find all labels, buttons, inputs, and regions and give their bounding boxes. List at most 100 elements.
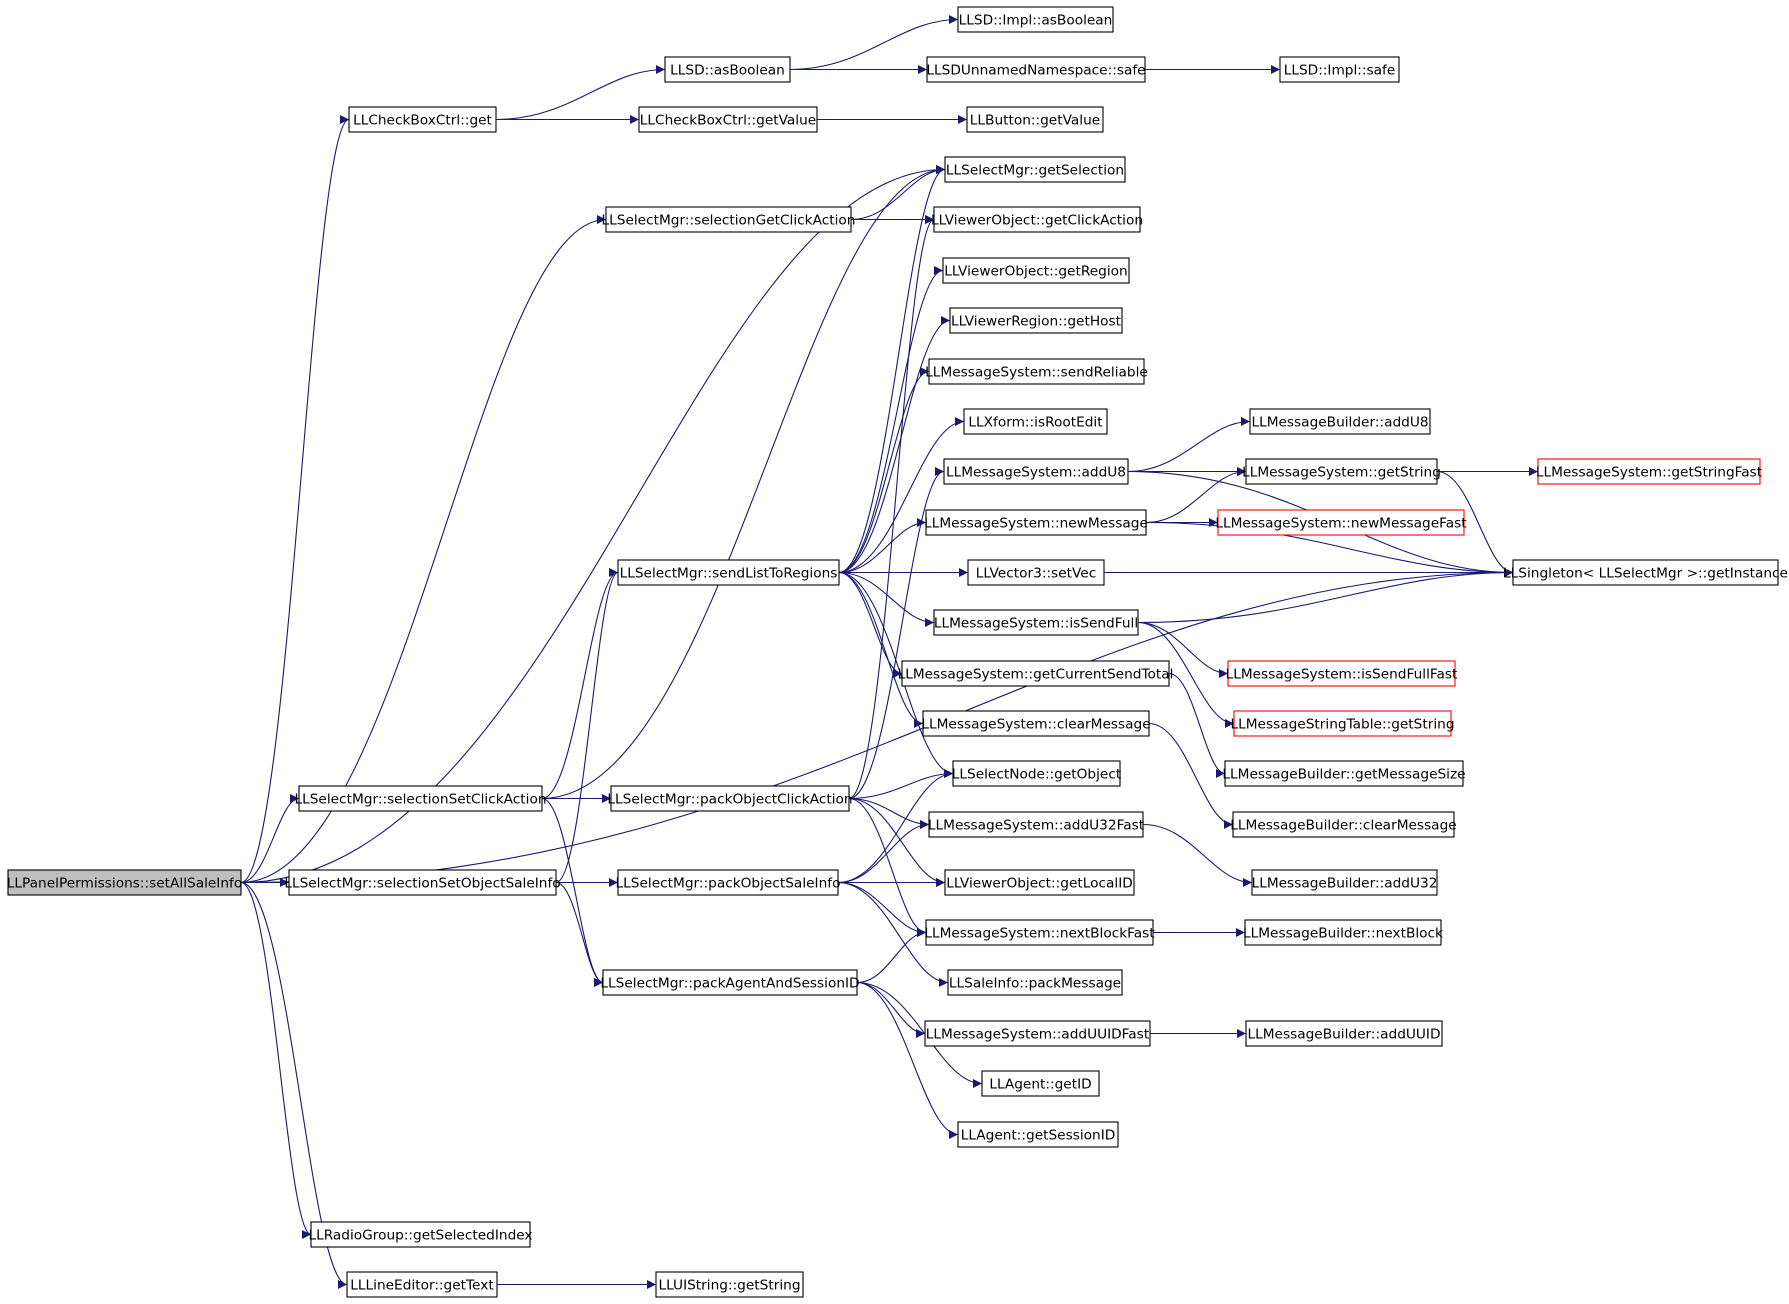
- node-label: LLRadioGroup::getSelectedIndex: [308, 1228, 532, 1244]
- edge-packclick-to-vogetclick: [848, 215, 935, 800]
- node-box: [924, 1020, 1151, 1047]
- node-mbgetsize[interactable]: LLMessageBuilder::getMessageSize: [1222, 760, 1466, 787]
- node-selsetsale[interactable]: LLSelectMgr::selectionSetObjectSaleInfo: [284, 869, 561, 896]
- node-adduuidfast[interactable]: LLMessageSystem::addUUIDFast: [924, 1020, 1151, 1047]
- node-box: [1227, 660, 1456, 687]
- node-packagent[interactable]: LLSelectMgr::packAgentAndSessionID: [600, 969, 860, 996]
- node-box: [1245, 1020, 1443, 1047]
- node-mbnextblock[interactable]: LLMessageBuilder::nextBlock: [1243, 919, 1443, 946]
- node-box: [346, 1271, 498, 1298]
- node-sendlist[interactable]: LLSelectMgr::sendListToRegions: [617, 559, 840, 586]
- edge-cbget-to-lsdasb: [495, 65, 666, 121]
- node-issendfull[interactable]: LLMessageSystem::isSendFull: [933, 609, 1139, 636]
- node-selnode[interactable]: LLSelectNode::getObject: [952, 760, 1122, 787]
- node-btngetval[interactable]: LLButton::getValue: [966, 106, 1104, 133]
- node-getcursend[interactable]: LLMessageSystem::getCurrentSendTotal: [898, 660, 1174, 687]
- node-nextblock[interactable]: LLMessageSystem::nextBlockFast: [924, 919, 1155, 946]
- node-issendfullfast[interactable]: LLMessageSystem::isSendFullFast: [1226, 660, 1458, 687]
- node-box: [957, 6, 1114, 33]
- node-addu32fast[interactable]: LLMessageSystem::addU32Fast: [928, 811, 1145, 838]
- node-box: [617, 869, 839, 896]
- node-label: LLPanelPermissions::setAllSaleInfo: [7, 876, 242, 892]
- node-uistr[interactable]: LLUIString::getString: [655, 1271, 804, 1298]
- node-cbgetval[interactable]: LLCheckBoxCtrl::getValue: [638, 106, 818, 133]
- edge-getcursend-to-mbgetsize: [1168, 672, 1226, 778]
- node-vogetclick[interactable]: LLViewerObject::getClickAction: [931, 206, 1143, 233]
- node-label: LLSDUnnamedNamespace::safe: [926, 63, 1145, 79]
- edge-newmsg-to-singleton: [1145, 521, 1514, 577]
- edge-root-to-selsetclick: [240, 794, 300, 884]
- node-label: LLSelectMgr::selectionSetObjectSaleInfo: [284, 876, 560, 892]
- node-box: [925, 919, 1154, 946]
- node-strtable[interactable]: LLMessageStringTable::getString: [1230, 710, 1455, 737]
- edge-sendlist-to-selnode: [838, 571, 954, 778]
- node-lsdasb[interactable]: LLSD::asBoolean: [664, 56, 791, 83]
- edge-packagent-to-agentid: [856, 981, 983, 1088]
- node-label: LLLineEditor::getText: [350, 1278, 494, 1294]
- node-box: [933, 206, 1141, 233]
- node-salepack[interactable]: LLSaleInfo::packMessage: [947, 969, 1123, 996]
- node-label: LLSelectMgr::packAgentAndSessionID: [600, 976, 859, 992]
- node-newmsg[interactable]: LLMessageSystem::newMessage: [924, 509, 1148, 536]
- node-isroot[interactable]: LLXform::isRootEdit: [963, 408, 1108, 435]
- edge-sendlist-to-newmsg: [838, 518, 927, 574]
- node-mbaddu32[interactable]: LLMessageBuilder::addU32: [1251, 869, 1438, 896]
- node-linetext[interactable]: LLLineEditor::getText: [346, 1271, 498, 1298]
- node-label: LLMessageSystem::sendReliable: [925, 365, 1148, 381]
- node-vrgethost[interactable]: LLViewerRegion::getHost: [949, 307, 1123, 334]
- node-packclick[interactable]: LLSelectMgr::packObjectClickAction: [607, 785, 853, 812]
- node-getsel[interactable]: LLSelectMgr::getSelection: [944, 156, 1126, 183]
- node-label: LLVector3::setVec: [976, 566, 1096, 582]
- node-box: [288, 869, 557, 896]
- node-agentid[interactable]: LLAgent::getID: [981, 1070, 1100, 1097]
- node-box: [1249, 408, 1431, 435]
- node-msaddu8[interactable]: LLMessageSystem::addU8: [943, 458, 1129, 485]
- node-msgetstrfast[interactable]: LLMessageSystem::getStringFast: [1536, 458, 1763, 485]
- node-box: [1224, 760, 1464, 787]
- node-sendrel[interactable]: LLMessageSystem::sendReliable: [925, 358, 1148, 385]
- node-implsafe[interactable]: LLSD::Impl::safe: [1279, 56, 1400, 83]
- node-label: LLViewerRegion::getHost: [951, 314, 1122, 330]
- node-label: LLSelectMgr::selectionSetClickAction: [294, 792, 546, 808]
- node-agentsess[interactable]: LLAgent::getSessionID: [957, 1121, 1119, 1148]
- node-box: [967, 559, 1105, 586]
- node-label: LLMessageSystem::addU8: [946, 465, 1126, 481]
- node-mbadduuid[interactable]: LLMessageBuilder::addUUID: [1245, 1020, 1443, 1047]
- edge-selsetsale-to-packagent: [555, 881, 604, 987]
- node-box: [310, 1221, 531, 1248]
- node-root[interactable]: LLPanelPermissions::setAllSaleInfo: [7, 869, 242, 896]
- node-packsale[interactable]: LLSelectMgr::packObjectSaleInfo: [616, 869, 841, 896]
- node-unsafe[interactable]: LLSDUnnamedNamespace::safe: [926, 56, 1146, 83]
- edge-packclick-to-vogetlocal: [848, 797, 946, 887]
- node-clearmsg[interactable]: LLMessageSystem::clearMessage: [921, 710, 1151, 737]
- node-label: LLAgent::getID: [989, 1077, 1091, 1093]
- node-mbaddu8[interactable]: LLMessageBuilder::addU8: [1249, 408, 1431, 435]
- node-singleton[interactable]: LLSingleton< LLSelectMgr >::getInstance: [1503, 559, 1788, 586]
- node-selgetclick[interactable]: LLSelectMgr::selectionGetClickAction: [602, 206, 856, 233]
- node-label: LLSaleInfo::packMessage: [949, 976, 1121, 992]
- node-label: LLMessageBuilder::addU32: [1252, 876, 1438, 892]
- edge-root-to-selgetclick: [240, 215, 607, 884]
- node-label: LLSelectMgr::packObjectSaleInfo: [616, 876, 841, 892]
- node-mbclear[interactable]: LLMessageBuilder::clearMessage: [1230, 811, 1457, 838]
- node-msgetstr[interactable]: LLMessageSystem::getString: [1242, 458, 1441, 485]
- node-newmsgfast[interactable]: LLMessageSystem::newMessageFast: [1215, 509, 1467, 536]
- edge-sendlist-to-isroot: [838, 417, 965, 574]
- node-setvec[interactable]: LLVector3::setVec: [967, 559, 1105, 586]
- node-radio[interactable]: LLRadioGroup::getSelectedIndex: [308, 1221, 533, 1248]
- node-box: [926, 56, 1146, 83]
- edge-issendfull-to-issendfullfast: [1137, 621, 1229, 678]
- node-vogetregion[interactable]: LLViewerObject::getRegion: [942, 257, 1130, 284]
- node-box: [925, 509, 1147, 536]
- node-vogetlocal[interactable]: LLViewerObject::getLocalID: [944, 869, 1135, 896]
- edge-sendlist-to-vrgethost: [838, 316, 951, 574]
- node-box: [1217, 509, 1465, 536]
- node-cbget[interactable]: LLCheckBoxCtrl::get: [348, 106, 497, 133]
- edge-lsdasb-to-implasb: [789, 15, 959, 71]
- node-implasb[interactable]: LLSD::Impl::asBoolean: [957, 6, 1114, 33]
- node-selsetclick[interactable]: LLSelectMgr::selectionSetClickAction: [294, 785, 547, 812]
- node-label: LLMessageSystem::clearMessage: [921, 717, 1150, 733]
- edge-issendfull-to-singleton: [1137, 568, 1514, 624]
- node-box: [952, 760, 1121, 787]
- edge-packagent-to-nextblock: [856, 928, 927, 984]
